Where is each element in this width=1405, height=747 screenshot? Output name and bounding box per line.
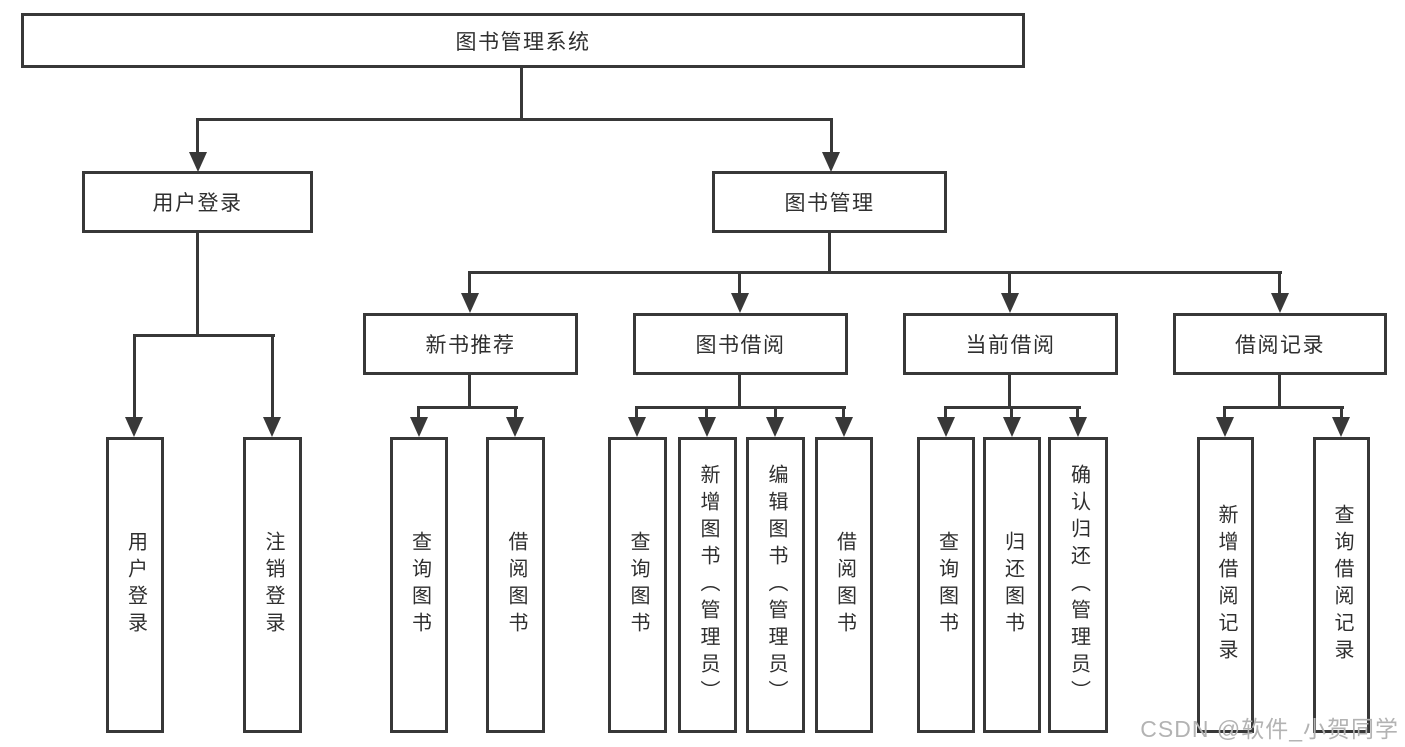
node-borrowing-records: 借阅记录	[1173, 313, 1387, 375]
arrowhead-icon	[731, 293, 749, 313]
connector-line	[133, 334, 275, 337]
node-label: 新增图书（管理员）	[697, 463, 719, 707]
connector-line	[705, 406, 708, 419]
node-label: 查询图书	[627, 531, 649, 639]
node-label: 确认归还（管理员）	[1067, 463, 1090, 707]
node-label: 图书借阅	[695, 334, 786, 357]
node-label: 注销登录	[262, 531, 284, 639]
node-label: 借阅记录	[1235, 334, 1325, 357]
node-label: 新增借阅记录	[1215, 504, 1237, 666]
leaf-query-books-recommend: 查询图书	[390, 437, 448, 733]
node-label: 借阅图书	[505, 531, 527, 639]
arrowhead-icon	[698, 417, 716, 437]
connector-line	[1008, 271, 1011, 295]
connector-line	[1223, 406, 1344, 409]
connector-line	[196, 118, 199, 154]
arrowhead-icon	[263, 417, 281, 437]
connector-line	[468, 271, 1282, 274]
connector-line	[468, 375, 471, 409]
connector-line	[635, 406, 638, 419]
connector-line	[830, 118, 833, 154]
connector-line	[635, 406, 846, 409]
node-label: 查询借阅记录	[1331, 504, 1353, 666]
arrowhead-icon	[822, 152, 840, 172]
connector-line	[520, 68, 523, 121]
leaf-confirm-return-admin: 确认归还（管理员）	[1048, 437, 1108, 733]
leaf-user-login: 用户登录	[106, 437, 164, 733]
connector-line	[1223, 406, 1226, 419]
connector-line	[774, 406, 777, 419]
node-label: 借阅图书	[833, 531, 856, 639]
connector-line	[196, 233, 199, 337]
leaf-borrow-books-recommend: 借阅图书	[486, 437, 545, 733]
leaf-borrow-books-borrowing: 借阅图书	[815, 437, 873, 733]
arrowhead-icon	[410, 417, 428, 437]
leaf-query-books-current: 查询图书	[917, 437, 975, 733]
arrowhead-icon	[1271, 293, 1289, 313]
arrowhead-icon	[189, 152, 207, 172]
node-new-book-recommend: 新书推荐	[363, 313, 578, 375]
node-label: 查询图书	[935, 531, 958, 639]
arrowhead-icon	[1332, 417, 1350, 437]
branch-user-login: 用户登录	[82, 171, 313, 233]
connector-line	[133, 334, 136, 418]
node-label: 用户登录	[124, 531, 147, 639]
node-current-borrowing: 当前借阅	[903, 313, 1118, 375]
leaf-edit-book-admin: 编辑图书（管理员）	[746, 437, 805, 733]
node-label: 图书管理	[784, 192, 875, 215]
arrowhead-icon	[835, 417, 853, 437]
connector-line	[1340, 406, 1343, 419]
connector-line	[738, 375, 741, 409]
connector-line	[271, 334, 274, 418]
connector-line	[1010, 406, 1013, 419]
arrowhead-icon	[937, 417, 955, 437]
connector-line	[196, 118, 833, 121]
leaf-query-borrow-record: 查询借阅记录	[1313, 437, 1370, 733]
leaf-query-books-borrowing: 查询图书	[608, 437, 667, 733]
connector-line	[1278, 375, 1281, 409]
node-label: 用户登录	[152, 192, 243, 215]
connector-line	[1008, 375, 1011, 409]
arrowhead-icon	[1003, 417, 1021, 437]
arrowhead-icon	[506, 417, 524, 437]
node-book-borrowing: 图书借阅	[633, 313, 848, 375]
node-label: 编辑图书（管理员）	[765, 463, 787, 707]
connector-line	[842, 406, 845, 419]
connector-line	[417, 406, 420, 419]
connector-line	[828, 233, 831, 274]
node-label: 归还图书	[1001, 531, 1024, 639]
connector-line	[1076, 406, 1079, 419]
leaf-return-books: 归还图书	[983, 437, 1041, 733]
connector-line	[417, 406, 518, 409]
leaf-logout-login: 注销登录	[243, 437, 302, 733]
arrowhead-icon	[766, 417, 784, 437]
leaf-add-borrow-record: 新增借阅记录	[1197, 437, 1254, 733]
csdn-watermark: CSDN @软件_小贺同学	[1140, 716, 1399, 742]
node-label: 图书管理系统	[455, 30, 591, 54]
connector-line	[468, 271, 471, 295]
leaf-add-book-admin: 新增图书（管理员）	[678, 437, 737, 733]
node-root: 图书管理系统	[21, 13, 1025, 68]
connector-line	[514, 406, 517, 419]
connector-line	[1278, 271, 1281, 295]
connector-line	[738, 271, 741, 295]
node-label: 查询图书	[408, 531, 431, 639]
arrowhead-icon	[1001, 293, 1019, 313]
arrowhead-icon	[628, 417, 646, 437]
arrowhead-icon	[125, 417, 143, 437]
branch-book-management: 图书管理	[712, 171, 947, 233]
arrowhead-icon	[461, 293, 479, 313]
arrowhead-icon	[1069, 417, 1087, 437]
connector-line	[944, 406, 947, 419]
node-label: 当前借阅	[965, 334, 1056, 357]
node-label: 新书推荐	[425, 334, 516, 357]
arrowhead-icon	[1216, 417, 1234, 437]
